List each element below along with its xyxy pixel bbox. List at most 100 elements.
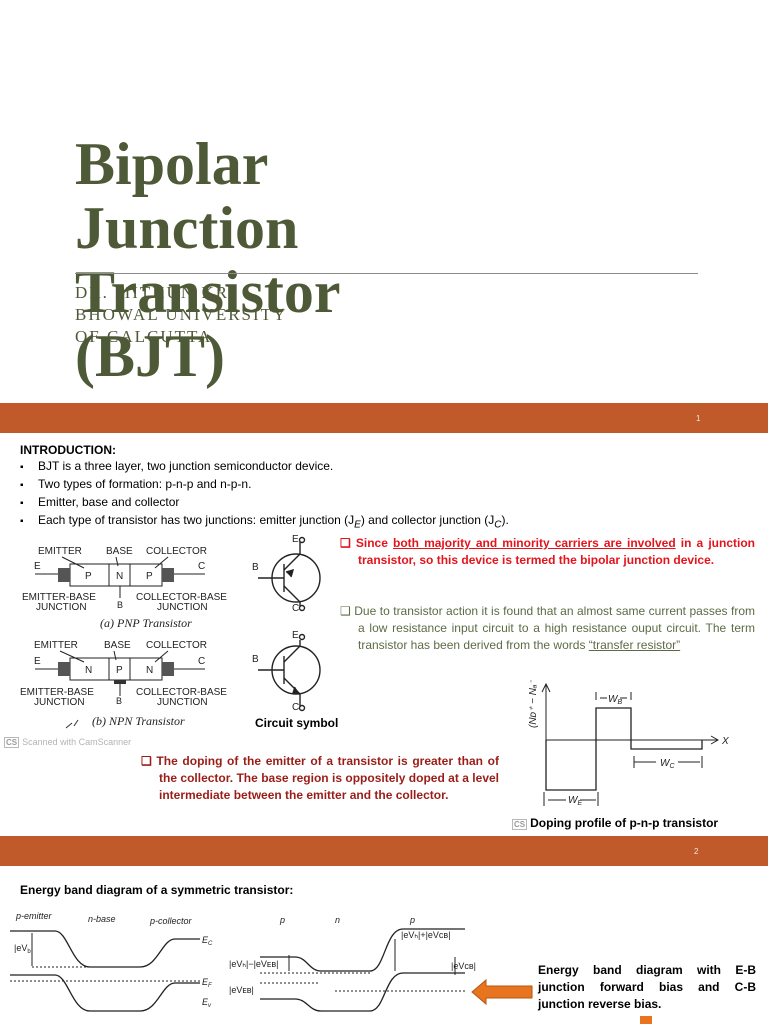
subscript: C	[208, 941, 213, 947]
terminal-c: C	[198, 561, 205, 572]
bullet-text: ).	[501, 513, 509, 527]
pnp-circuit-symbol	[258, 536, 321, 612]
symbol-b: B	[252, 654, 259, 665]
bias-label-veb: |eVᴇʙ|	[229, 985, 254, 995]
v-text: |	[31, 943, 33, 953]
ev-label: Ev	[202, 997, 212, 1009]
we-label: WE	[568, 795, 582, 807]
npn-circuit-symbol	[258, 633, 321, 712]
energy-band-note: Energy band diagram with E-B junction fo…	[538, 963, 756, 1011]
layer-label: P	[116, 665, 123, 676]
energy-band-title: Energy band diagram of a symmetric trans…	[20, 883, 294, 897]
cb-junction-label: JUNCTION	[157, 602, 208, 613]
subscript: C	[669, 763, 675, 770]
paragraph-bipolar: Since both majority and minority carrier…	[340, 535, 755, 569]
subscript: B	[617, 699, 622, 706]
e-letter: E	[202, 997, 209, 1007]
region-label: n-base	[88, 914, 116, 924]
intro-heading: INTRODUCTION:	[20, 443, 116, 457]
para-text: in a junction transistor, so this device…	[358, 536, 755, 567]
para-underline: both majority and minority carriers are …	[393, 536, 676, 550]
para-underline: “transfer resistor”	[588, 638, 681, 652]
para-text: Since	[355, 536, 393, 550]
layer-label: P	[146, 571, 153, 582]
camscanner-logo-icon: CS	[512, 819, 528, 830]
layer-label: N	[146, 665, 153, 676]
left-arrow-icon	[471, 978, 533, 1006]
checkbox-bullet-icon	[340, 536, 351, 550]
e-letter: E	[202, 935, 209, 945]
paragraph-transfer-resistor: Due to transistor action it is found tha…	[340, 603, 755, 654]
band-diagram-biased: p n p |eVₕ|+|eVᴄʙ| |eVₕ|−|eVᴇʙ| |eVᴄʙ| |…	[229, 915, 476, 1012]
page-number: 2	[694, 847, 699, 856]
author-line: Dr. Mithun KR	[75, 283, 229, 302]
author-line: Bhowal University	[75, 305, 288, 324]
region-label: n	[335, 915, 340, 925]
bias-label-top: |eVₕ|+|eVᴄʙ|	[401, 930, 451, 940]
title-line: Bipolar	[75, 131, 269, 197]
checkbox-bullet-icon	[340, 604, 351, 618]
subscript: C	[494, 519, 502, 531]
region-label: p-collector	[149, 916, 193, 926]
paragraph-doping: The doping of the emitter of a transisto…	[141, 753, 499, 804]
terminal-b: B	[117, 600, 123, 610]
eb-junction-label: EMITTER-BASE	[22, 592, 96, 603]
label-emitter: EMITTER	[38, 546, 82, 557]
caption-text: Doping profile of p-n-p transistor	[530, 816, 719, 830]
subscript: E	[354, 519, 361, 531]
x-axis-label: X	[721, 736, 729, 747]
ec-label: EC	[202, 935, 213, 947]
list-item: Emitter, base and collector	[20, 494, 509, 512]
title-divider	[75, 273, 698, 274]
v-text: |eV	[14, 943, 27, 953]
npn-diagram: EMITTER BASE COLLECTOR E C N P N B EMITT…	[20, 640, 227, 729]
cb-junction-label: JUNCTION	[157, 697, 208, 708]
eb-junction-label: JUNCTION	[36, 602, 87, 613]
bias-label-vcb: |eVᴄʙ|	[451, 961, 476, 971]
subscript: E	[577, 800, 582, 807]
layer-label: P	[85, 571, 92, 582]
transistor-structure-diagram: EMITTER BASE COLLECTOR E C P N P B EMITT…	[20, 534, 321, 729]
doping-profile-diagram: (Nᴅ⁺ − Nₐ⁻) X WB WC WE	[528, 680, 729, 807]
label-base: BASE	[104, 640, 131, 651]
label-emitter: EMITTER	[34, 640, 78, 651]
terminal-c: C	[198, 656, 205, 667]
terminal-e: E	[34, 561, 41, 572]
y-axis-label: (Nᴅ⁺ − Nₐ⁻)	[528, 680, 539, 728]
title-line: (BJT)	[75, 323, 225, 389]
symbol-e: E	[292, 534, 299, 545]
band-diagram-equilibrium: p-emitter n-base p-collector |eVb| EC EF…	[10, 911, 213, 1012]
pnp-caption: (a) PNP Transistor	[100, 616, 192, 630]
label-base: BASE	[106, 546, 133, 557]
wc-label: WC	[660, 758, 675, 770]
para-text: The doping of the emitter of a transisto…	[156, 754, 499, 802]
layer-label: N	[85, 665, 92, 676]
ef-label: EF	[202, 977, 212, 989]
terminal-b: B	[116, 696, 122, 706]
list-item: BJT is a three layer, two junction semic…	[20, 458, 509, 476]
cb-junction-label: COLLECTOR-BASE	[136, 592, 227, 603]
symbol-c: C	[292, 603, 299, 614]
bias-label-mid: |eVₕ|−|eVᴇʙ|	[229, 959, 278, 969]
scanner-text: Scanned with CamScanner	[22, 737, 132, 747]
bullet-text: Two types of formation: p-n-p and n-p-n.	[38, 477, 252, 491]
intro-bullets: BJT is a three layer, two junction semic…	[20, 458, 509, 533]
label-collector: COLLECTOR	[146, 640, 207, 651]
vb-label: |eVb|	[14, 943, 33, 955]
eb-junction-label: JUNCTION	[34, 697, 85, 708]
subscript: b	[27, 949, 31, 955]
camscanner-logo-icon: CS	[4, 737, 20, 748]
region-label: p	[279, 915, 285, 925]
bullet-text: BJT is a three layer, two junction semic…	[38, 459, 334, 473]
para-text: Due to transistor action it is found tha…	[354, 604, 755, 652]
author-line: of Calcutta	[75, 327, 213, 346]
symbol-e: E	[292, 630, 299, 641]
title-line: Junction	[75, 195, 299, 261]
title-line: Transistor	[75, 259, 341, 325]
w-letter: W	[608, 694, 619, 705]
eb-junction-label: EMITTER-BASE	[20, 687, 94, 698]
e-letter: E	[202, 977, 209, 987]
region-label: p-emitter	[15, 911, 53, 921]
author-block: Dr. Mithun KR Bhowal University of Calcu…	[75, 282, 287, 348]
down-arrow-icon	[640, 1016, 652, 1024]
